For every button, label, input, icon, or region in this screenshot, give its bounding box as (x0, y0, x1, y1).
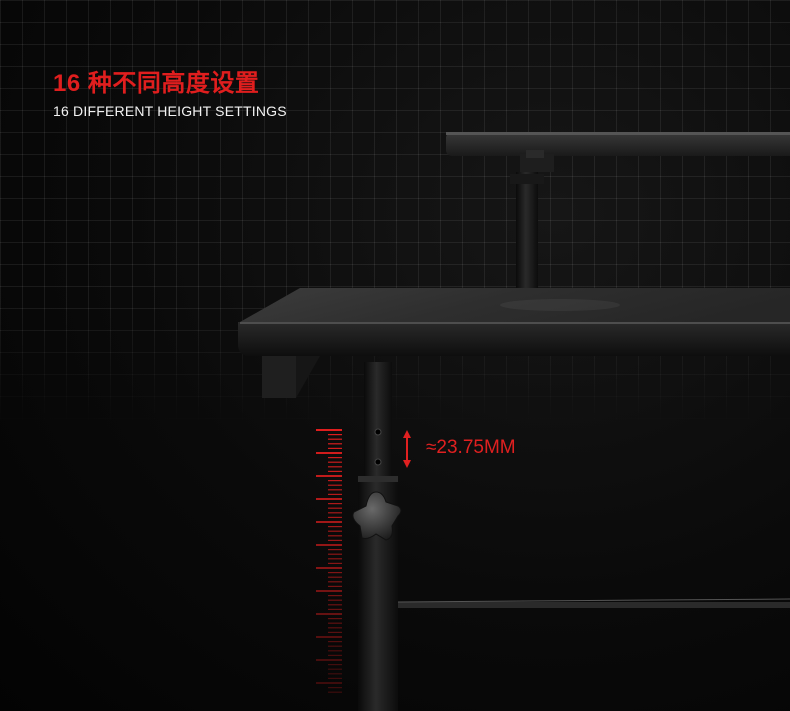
crossbar (397, 598, 790, 608)
background-grid (0, 0, 790, 430)
shelf-post (510, 172, 544, 290)
height-increment-label: ≈23.75MM (426, 437, 516, 458)
page-subtitle: 16 DIFFERENT HEIGHT SETTINGS (53, 103, 287, 119)
desk-bracket (262, 356, 320, 398)
page-title: 16 种不同高度设置 (53, 70, 260, 97)
height-ruler (316, 429, 342, 693)
desk-top (238, 288, 790, 356)
star-knob-icon (352, 491, 402, 541)
inner-leg (364, 362, 392, 482)
double-arrow-vertical-icon (403, 430, 411, 468)
upper-shelf (446, 132, 790, 172)
